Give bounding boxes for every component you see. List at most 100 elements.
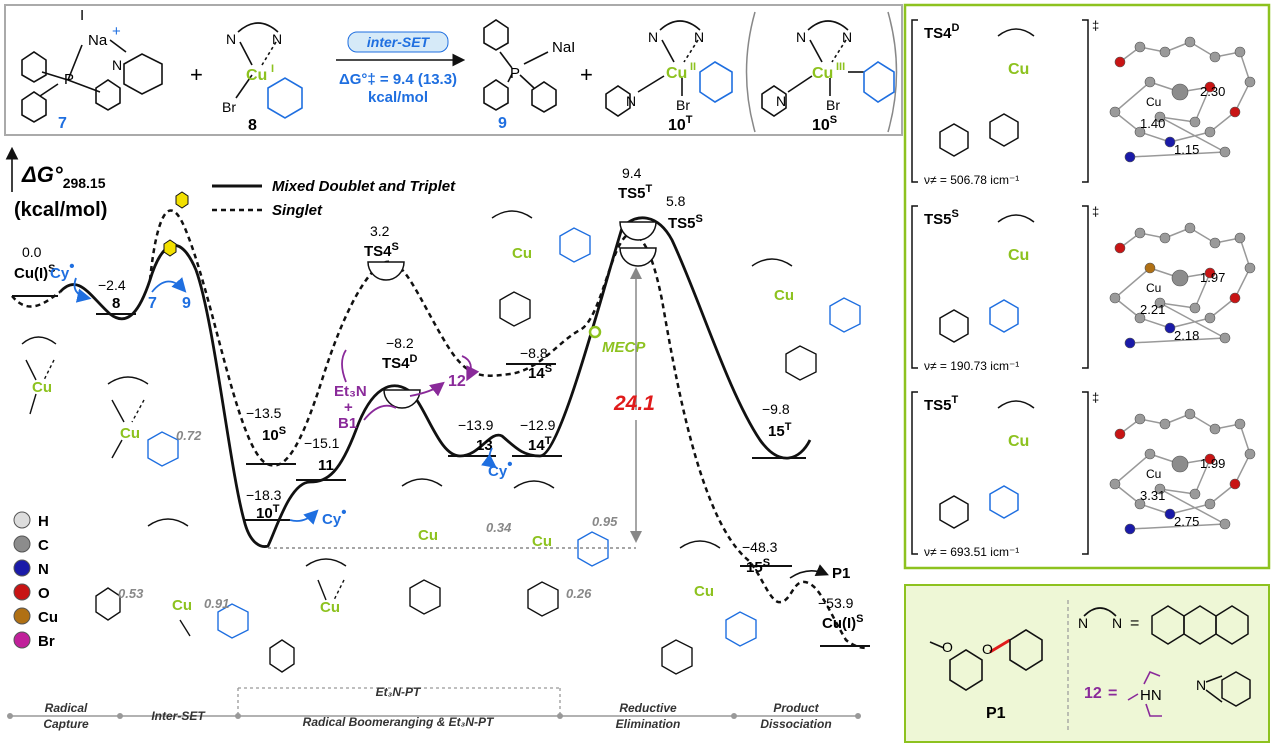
ts-model-bond [1209, 111, 1236, 133]
energy-14s: −8.8 [520, 345, 548, 361]
p1-structure [929, 629, 1043, 691]
ts-ring [989, 113, 1019, 147]
atom-label-br: Br [38, 633, 55, 650]
ts-distance-label: 2.75 [1174, 514, 1199, 529]
ts-model-bond [1159, 302, 1226, 339]
stage-boomeranging: Radical Boomeranging & Et₃N-PT [303, 715, 495, 729]
ts-model-atom [1204, 126, 1216, 138]
ts-model-bond [1114, 81, 1151, 113]
cu-label-15t: Cu [774, 287, 794, 304]
ts-name: TS4D [924, 22, 960, 42]
ts-distance-label: 2.21 [1140, 302, 1165, 317]
spin-091: 0.91 [204, 596, 229, 611]
name-ts4s: TS4S [364, 241, 399, 260]
compound-10s-n1: N [796, 29, 806, 45]
ts-model-bond [1129, 151, 1226, 158]
ts-model-bond [1209, 483, 1236, 505]
barrier-text-line1: ΔG°‡ = 9.4 (13.3) [339, 71, 457, 88]
arrow-7-to-9 [151, 277, 187, 293]
ts-model-bond [1129, 337, 1226, 344]
cy-arrow-3 [481, 447, 497, 469]
compound-10s-cu: Cu [812, 65, 833, 82]
ts-name: TS5T [924, 394, 959, 414]
compound-10s-br: Br [826, 97, 840, 113]
ts-model-atom [1171, 83, 1189, 101]
barrier-value: 24.1 [613, 392, 655, 415]
ts-model-bond [1114, 453, 1151, 485]
ts-model-atom [1234, 232, 1246, 244]
energy-11: −15.1 [304, 435, 340, 451]
atom-swatch-n [13, 559, 31, 577]
ts-model-bond [1169, 503, 1211, 515]
key-panel-frame [904, 584, 1270, 743]
paren-right [887, 11, 898, 133]
ligand-equals: = [1130, 615, 1139, 632]
atom-swatch-c [13, 535, 31, 553]
ts-model-atom [1144, 262, 1156, 274]
ts-model-atom [1134, 498, 1146, 510]
ts-ligand-arc [997, 400, 1035, 409]
ts-model-bond [1169, 317, 1211, 329]
ts-model-atom [1159, 232, 1171, 244]
ts-model-atom [1114, 428, 1126, 440]
ts-name: TS5S [924, 208, 959, 228]
compound-8-br: Br [222, 99, 236, 115]
mecp-point [588, 325, 602, 339]
cy-radical-label-2: Cy• [322, 504, 346, 528]
energy-ts4s: 3.2 [370, 223, 390, 239]
compound-9 [483, 19, 557, 113]
et3n-arrow [341, 349, 397, 421]
atom-label-c: C [38, 537, 49, 554]
inter-set-badge [347, 31, 449, 53]
ts-frequency: ν≠ = 190.73 icm⁻¹ [924, 359, 1019, 373]
compound-10t-n3: N [626, 93, 636, 109]
ts-distance-label: 2.30 [1200, 84, 1225, 99]
ts-model-bond [1129, 523, 1226, 530]
ts-model-atom [1124, 151, 1136, 163]
ts-model-atom [1209, 237, 1221, 249]
ts-model-atom [1219, 518, 1231, 530]
compound-7-plus: + [112, 23, 121, 40]
ts-aryl-ring [939, 495, 969, 529]
product-12-label: 12 [448, 373, 466, 390]
ts-charge: ‡ [1092, 390, 1099, 405]
ts-model-atom [1244, 448, 1256, 460]
cy-arrow-1 [73, 277, 92, 303]
name-11: 11 [318, 457, 334, 474]
name-15t: 15T [768, 421, 792, 440]
stage-product-1: Product [773, 701, 819, 715]
ts-model-atom [1204, 81, 1216, 93]
ts-model-bond [1159, 488, 1196, 495]
legend-solid-label: Mixed Doublet and Triplet [272, 178, 456, 195]
spin-034: 0.34 [486, 520, 512, 535]
ts-model-bond [1159, 116, 1196, 123]
et3n-label: Et₃N [334, 383, 367, 400]
stage-top-label: Et₃N-PT [376, 685, 422, 699]
ts-model-atom [1134, 126, 1146, 138]
stage-labels: Radical Capture Inter-SET Radical Boomer… [43, 701, 831, 731]
ts-model-atom [1234, 46, 1246, 58]
energy-8: −2.4 [98, 277, 126, 293]
compound-10s-cu-ox: III [836, 61, 845, 73]
ts-model-atom [1164, 508, 1176, 520]
inter-set-label: inter-SET [367, 34, 431, 50]
ts-cu-label: Cu [1008, 61, 1029, 78]
ts-model-atom [1159, 418, 1171, 430]
ts5s-marker [619, 247, 657, 267]
ts-model-atom [1209, 51, 1221, 63]
ts-model-atom [1159, 46, 1171, 58]
energy-15s: −48.3 [742, 539, 778, 555]
energy-cu1s-end: −53.9 [818, 595, 854, 611]
compound-7-p-atom: P [64, 71, 74, 88]
p1-arrow [789, 564, 829, 579]
ts-panel: TS4D‡Cuν≠ = 506.78 icm⁻¹Cu2.301.401.15TS… [911, 18, 1256, 559]
paren-left [745, 11, 756, 133]
key-12-structure [1205, 671, 1251, 707]
axis-symbol: ΔG°298.15 [21, 162, 106, 191]
ts-bracket-left [911, 205, 918, 369]
ts-model-atom [1164, 136, 1176, 148]
ts-model-bond [1209, 297, 1236, 319]
cu-label-14t: Cu [532, 533, 552, 550]
